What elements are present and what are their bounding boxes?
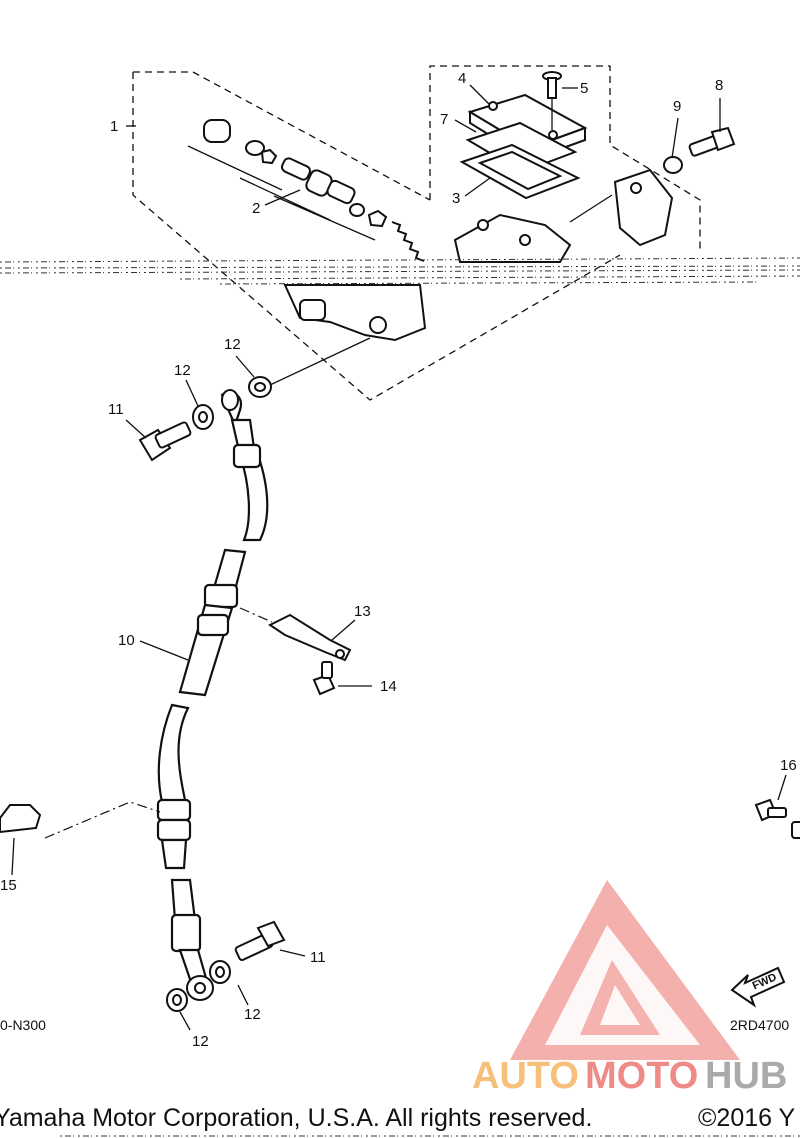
union-bolt-11-lower xyxy=(234,920,286,961)
callout-12-c: 12 xyxy=(244,1006,261,1023)
callout-10: 10 xyxy=(118,632,135,649)
forward-arrow-icon: FWD xyxy=(730,966,786,1008)
bolt-14 xyxy=(312,661,336,696)
leader-body-to-washer xyxy=(269,337,371,386)
copyright-text: Yamaha Motor Corporation, U.S.A. All rig… xyxy=(0,1104,592,1132)
watermark-hub: HUB xyxy=(705,1055,787,1097)
automotohub-watermark: AUTO MOTO HUB xyxy=(472,880,787,1097)
callout-8: 8 xyxy=(715,77,723,94)
callout-12-b: 12 xyxy=(174,362,191,379)
hose-guide-15 xyxy=(0,804,42,834)
watermark-logo-inner xyxy=(545,925,700,1045)
callout-1: 1 xyxy=(110,118,118,135)
callout-12-a: 12 xyxy=(224,336,241,353)
callout-15: 15 xyxy=(0,877,17,894)
callout-3: 3 xyxy=(452,190,460,207)
diagram-ref-left: 0-N300 xyxy=(0,1017,46,1033)
bolt-16 xyxy=(754,798,800,839)
scan-noise-band xyxy=(0,257,800,285)
assembly-boundary-master-cylinder xyxy=(132,65,701,401)
callout-7: 7 xyxy=(440,111,448,128)
callout-2: 2 xyxy=(252,200,260,217)
leader-guide xyxy=(44,801,161,839)
callout-13: 13 xyxy=(354,603,371,620)
callout-12-d: 12 xyxy=(192,1033,209,1050)
callout-14: 14 xyxy=(380,678,397,695)
screw-5 xyxy=(542,71,562,99)
callout-leaders xyxy=(11,84,787,1031)
holder-bolt-8 xyxy=(688,126,736,157)
watermark-moto: MOTO xyxy=(585,1055,698,1097)
brake-hose xyxy=(156,389,269,1001)
callout-9: 9 xyxy=(673,98,681,115)
washer-9 xyxy=(663,156,683,174)
union-bolt-11-upper xyxy=(138,421,192,462)
master-cylinder-body xyxy=(283,168,674,342)
callout-4: 4 xyxy=(458,70,466,87)
diagram-ref-right: 2RD4700 xyxy=(730,1017,789,1033)
reservoir-cap-assembly xyxy=(459,80,588,200)
leader-clamp xyxy=(239,607,273,623)
watermark-auto: AUTO xyxy=(472,1055,579,1097)
callout-16: 16 xyxy=(780,757,797,774)
callout-5: 5 xyxy=(580,80,588,97)
hose-clamp-13 xyxy=(268,613,352,662)
callout-11-upper: 11 xyxy=(108,401,124,418)
callout-11-lower: 11 xyxy=(310,949,326,966)
piston-kit xyxy=(187,119,425,262)
copyright-year: ©2016 Y xyxy=(698,1104,796,1132)
